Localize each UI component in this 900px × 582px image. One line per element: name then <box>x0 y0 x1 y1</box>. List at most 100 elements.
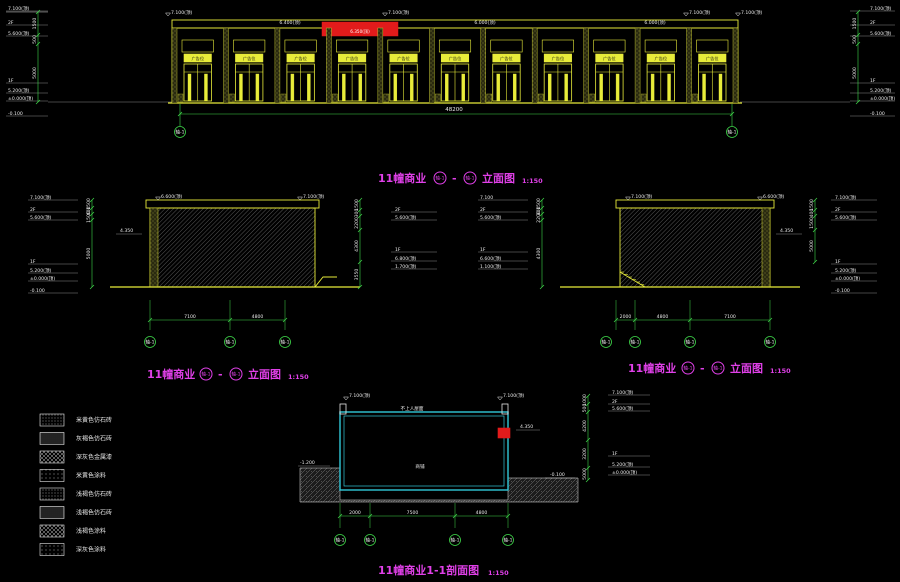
wall-hatched <box>149 207 316 288</box>
left-level-label: -0.100 <box>8 111 23 117</box>
front-title-dash: - <box>452 172 457 185</box>
dim-tick <box>89 197 95 203</box>
dim-tick <box>585 401 591 407</box>
legend-label: 浅褐色仿石砖 <box>76 509 112 517</box>
door-leaf-left <box>496 73 500 102</box>
dim-value: 400 <box>86 207 92 216</box>
top-level-marker-icon <box>682 12 690 17</box>
door-leaf-right <box>410 73 414 102</box>
top-level-marker-icon <box>624 196 632 201</box>
sign-board <box>698 53 727 63</box>
legend-swatch <box>39 524 65 538</box>
door-leaf-right <box>461 73 465 102</box>
upper-window <box>284 39 317 53</box>
axis-bubble <box>600 336 612 348</box>
axis-label: 轴-1 <box>503 537 512 544</box>
left-level-label: ±0.000(顶) <box>8 96 33 102</box>
title-axis-bubble <box>711 361 725 375</box>
dim-value: 5000 <box>86 248 92 260</box>
dim-tick <box>855 41 861 47</box>
right-level-column: 7.100(顶)2F5.600(顶)1F5.200(顶)±0.000(顶)-0.… <box>740 6 895 117</box>
axis-label: 轴-1 <box>630 339 639 346</box>
pilaster <box>223 27 229 104</box>
top-level-label: 7.100(顶) <box>349 393 371 399</box>
right-level-label: 1F <box>612 451 618 457</box>
sign-board <box>286 53 315 63</box>
top-level-label: 7.100(顶) <box>388 10 410 16</box>
door-leaf-left <box>239 73 243 102</box>
left-level-label: 2F <box>30 207 36 213</box>
title-axis-label: 轴-1 <box>713 365 722 372</box>
axis-bubble <box>364 534 376 546</box>
right-level-label: -0.100 <box>835 288 850 294</box>
front-building-outline: 6.350(顶)6.400(顶)6.000(顶)6.000(顶)7.100(顶)… <box>164 10 763 104</box>
top-level-label: 6.600(顶) <box>763 194 785 200</box>
dim-value: 1500 <box>86 198 92 210</box>
top-level-label: 7.100(顶) <box>171 10 193 16</box>
sign-board <box>235 53 264 63</box>
legend-item: 浅褐色涂料 <box>39 524 106 538</box>
left-level-label: 5.600(顶) <box>30 215 52 221</box>
front-title-suffix: 立面图 <box>482 171 515 185</box>
upper-window <box>181 39 214 53</box>
axis-bubble <box>279 336 291 348</box>
door-leaf-right <box>307 73 311 102</box>
right-level-label: 2F <box>395 207 401 213</box>
dim-value: 5000 <box>809 240 815 252</box>
dim-tick <box>35 9 41 15</box>
left-level-label: 7.100(顶) <box>30 195 52 201</box>
axis-bubble <box>726 126 738 138</box>
axis-label: 轴-1 <box>145 339 154 346</box>
dim-value: 5000 <box>32 67 38 79</box>
front-elevation-title: 11幢商业 轴-1 - 轴-1 立面图 1:150 <box>378 171 543 185</box>
right-level-label: 1F <box>835 259 841 265</box>
upper-window <box>541 39 574 53</box>
legend-label: 米黄色仿石砖 <box>76 416 112 424</box>
legend-swatch <box>39 469 65 482</box>
door-leaf-right <box>358 73 363 102</box>
dim-value: 1000 <box>582 394 588 406</box>
sign-text: 广告位 <box>191 55 204 62</box>
right-level-label: 7.100(顶) <box>870 6 892 12</box>
sign-text: 广告位 <box>449 55 462 62</box>
parapet-right <box>501 403 509 415</box>
upper-window <box>490 39 523 53</box>
side-elevation-left: 6.600(顶)7.100(顶)4.3507.100(顶)2F5.600(顶)1… <box>28 194 437 348</box>
side-right-title-scale: 1:150 <box>770 367 791 375</box>
top-level-marker-icon <box>164 12 172 17</box>
title-axis-bubble <box>681 361 695 375</box>
upper-window <box>696 39 729 53</box>
axis-label: 轴-1 <box>601 339 610 346</box>
dim-value: 4800 <box>252 314 264 320</box>
legend-item: 米黄色涂料 <box>39 469 106 482</box>
top-small-label: 6.000(顶) <box>474 20 496 26</box>
dim-tick <box>357 227 363 233</box>
top-level-label: 7.100(顶) <box>689 10 711 16</box>
roof-label: 不上人屋面 <box>401 405 424 412</box>
dim-value: 400 <box>809 209 815 218</box>
sign-text: 广告位 <box>346 55 359 62</box>
parapet-left <box>339 403 347 415</box>
left-level-label: ±0.000(顶) <box>30 276 55 282</box>
dim-value: 7500 <box>407 510 419 516</box>
dim-value: 3550 <box>354 269 360 281</box>
sign-board <box>492 53 521 63</box>
dim-tick <box>539 211 545 217</box>
title-axis-label: 轴-1 <box>231 371 240 378</box>
right-level-label: 5.200(顶) <box>612 462 634 468</box>
legend-item: 深灰色涂料 <box>39 543 106 556</box>
base-panel <box>589 93 595 103</box>
upper-window <box>336 39 369 53</box>
dim-tick <box>35 41 41 47</box>
inner-level-label: 4.350 <box>520 424 533 430</box>
door-leaf-left <box>702 73 706 102</box>
legend-label: 浅褐色涂料 <box>76 527 106 535</box>
section-title-text: 11幢商业1-1剖面图 <box>378 563 479 577</box>
sign-board <box>595 53 624 63</box>
side-right-title-suffix: 立面图 <box>730 361 763 375</box>
title-axis-label: 轴-1 <box>435 175 444 182</box>
sign-text: 广告位 <box>294 55 307 62</box>
left-level-label: 1.100(顶) <box>480 264 502 270</box>
dim-value: 1500 <box>852 18 858 30</box>
base-panel <box>486 93 492 103</box>
